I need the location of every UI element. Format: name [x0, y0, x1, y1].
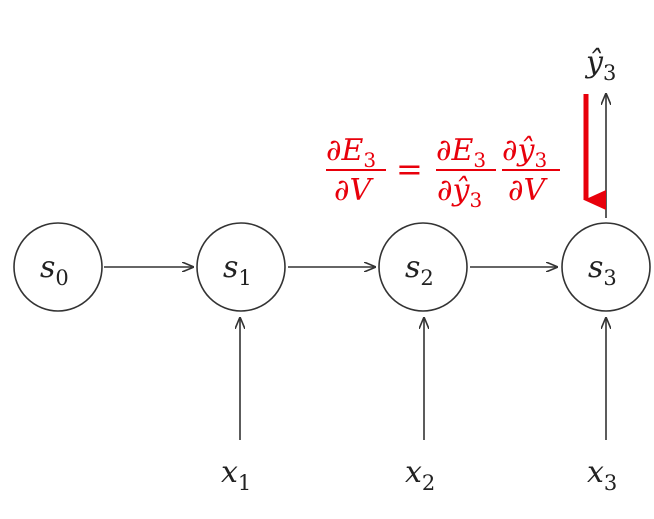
node-s1: s1: [196, 222, 286, 312]
input-x3-label: x3: [587, 455, 617, 495]
input-edges: [240, 318, 606, 440]
eq-lhs-denominator: ∂V: [334, 173, 375, 208]
node-s3-circle: [561, 222, 651, 312]
gradient-equation: ∂E3 ∂V = ∂E3 ∂ŷ3 ∂ŷ3 ∂V: [326, 133, 560, 212]
node-s1-circle: [196, 222, 286, 312]
node-s0-circle: [13, 222, 103, 312]
eq-rhs2-numerator: ∂ŷ3: [502, 133, 547, 172]
node-s3-label: s3: [588, 250, 617, 290]
node-s3: s3: [561, 222, 651, 312]
node-s2-label: s2: [405, 250, 434, 290]
eq-rhs1-numerator: ∂E3: [436, 133, 486, 172]
input-x1-label: x1: [221, 455, 251, 495]
node-s2: s2: [378, 222, 468, 312]
node-s1-label: s1: [223, 250, 252, 290]
eq-equals-sign: =: [396, 150, 423, 188]
output-y3-label: ŷ3: [584, 45, 616, 85]
eq-lhs-numerator: ∂E3: [326, 133, 376, 172]
eq-rhs1-denominator: ∂ŷ3: [437, 173, 482, 212]
input-x2-label: x2: [405, 455, 435, 495]
node-s0-label: s0: [40, 250, 69, 290]
eq-rhs2-denominator: ∂V: [508, 173, 549, 208]
node-s2-circle: [378, 222, 468, 312]
node-s0: s0: [13, 222, 103, 312]
